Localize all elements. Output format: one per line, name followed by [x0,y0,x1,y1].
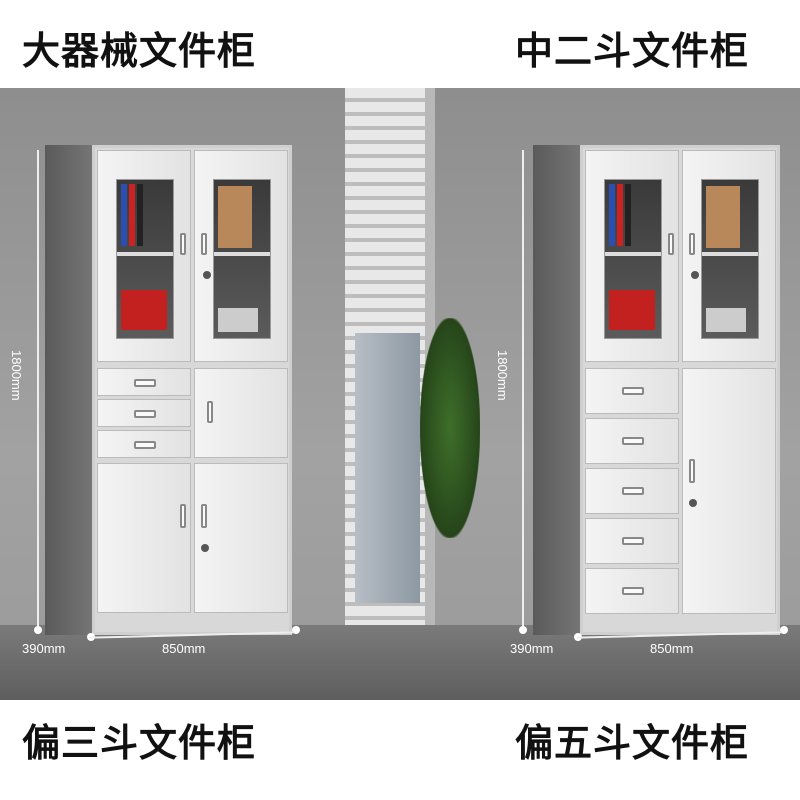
drawer [585,568,679,614]
title-top-left: 大器械文件柜 [22,29,257,73]
drawer [585,368,679,414]
cabinet-left [92,145,292,635]
lower-door-left [97,463,191,613]
middle-door [194,368,288,458]
title-top-right: 中二斗文件柜 [515,29,750,73]
glass-door-left [97,150,191,362]
glass-door-right [194,150,288,362]
title-bottom-right: 偏五斗文件柜 [515,721,750,765]
cabinet-right-side [533,145,583,635]
glass-door-right [682,150,776,362]
depth-label-right: 390mm [510,641,554,656]
bottom-band [0,700,800,800]
cabinet-right [580,145,780,635]
plant [420,318,480,538]
drawer [585,518,679,564]
drawer [97,368,191,396]
lower-door-right [194,463,288,613]
width-label-left: 850mm [162,641,206,656]
top-band [0,0,800,88]
drawer [97,399,191,427]
glass-door-left [585,150,679,362]
drawer [585,418,679,464]
side-door [682,368,776,614]
drawer [97,430,191,458]
width-label-right: 850mm [650,641,694,656]
depth-label-left: 390mm [22,641,66,656]
cabinet-left-side [45,145,95,635]
city-view [355,333,420,603]
title-bottom-left: 偏三斗文件柜 [22,721,257,765]
product-photo: 1800mm 390mm 850mm 1800mm 390mm 850mm [0,88,800,700]
drawer [585,468,679,514]
height-label-right: 1800mm [495,350,510,401]
height-label-left: 1800mm [9,350,24,401]
